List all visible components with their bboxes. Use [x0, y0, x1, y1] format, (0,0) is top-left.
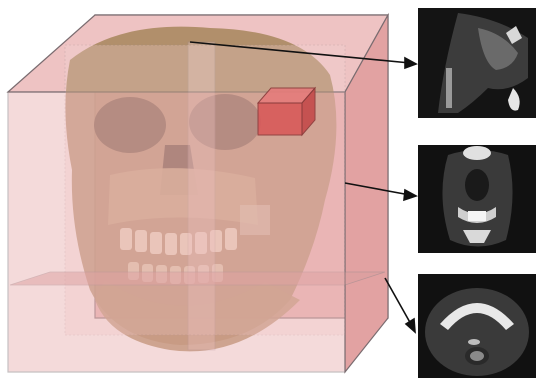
- axial-ct-slice-icon: [418, 274, 536, 378]
- sagittal-ct-slice-icon: [418, 8, 536, 118]
- axial-slice-panel: [418, 274, 536, 378]
- arrow-to-axial: [385, 278, 415, 332]
- coronal-slice-panel: [418, 145, 536, 253]
- sagittal-slice-panel: [418, 8, 536, 118]
- highlight-voxel: [258, 88, 315, 135]
- coronal-ct-slice-icon: [418, 145, 536, 253]
